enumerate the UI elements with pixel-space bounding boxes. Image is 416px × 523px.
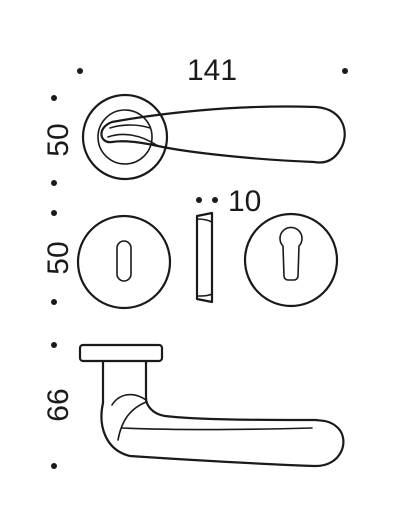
key-escutcheon [76, 214, 172, 310]
lever-front-curve [107, 133, 159, 147]
rose-inner [97, 109, 153, 165]
cylinder-escutcheon [243, 212, 339, 308]
thickness-label: 10 [228, 185, 261, 218]
cylinder-keyhole [279, 226, 303, 281]
width-dimension-dots [77, 68, 348, 74]
cylinder-escutcheon-outer [243, 212, 339, 308]
lever-side-view [78, 343, 345, 468]
escutcheon-side-profile [195, 211, 214, 304]
width-dimension-label: 141 [187, 54, 237, 87]
rose-side-plate [78, 343, 164, 363]
key-slot [116, 240, 132, 282]
rose-outer [81, 93, 169, 181]
key-escutcheon-outer [76, 214, 172, 310]
lever-side-sweep [117, 401, 147, 441]
rose-height-label: 50 [42, 123, 75, 156]
lever-side-top-edge [121, 427, 313, 431]
lever-front-outline [100, 105, 346, 164]
lever-side-inner-curve [111, 393, 147, 406]
height-dimension-dots [51, 95, 57, 469]
thickness-dimension-dots [196, 197, 218, 203]
lever-side-outline [100, 396, 345, 468]
escutcheon-height-label: 50 [42, 241, 75, 274]
side-height-label: 66 [42, 388, 75, 421]
lever-front-neck [109, 124, 151, 129]
lever-front-view [81, 93, 346, 181]
